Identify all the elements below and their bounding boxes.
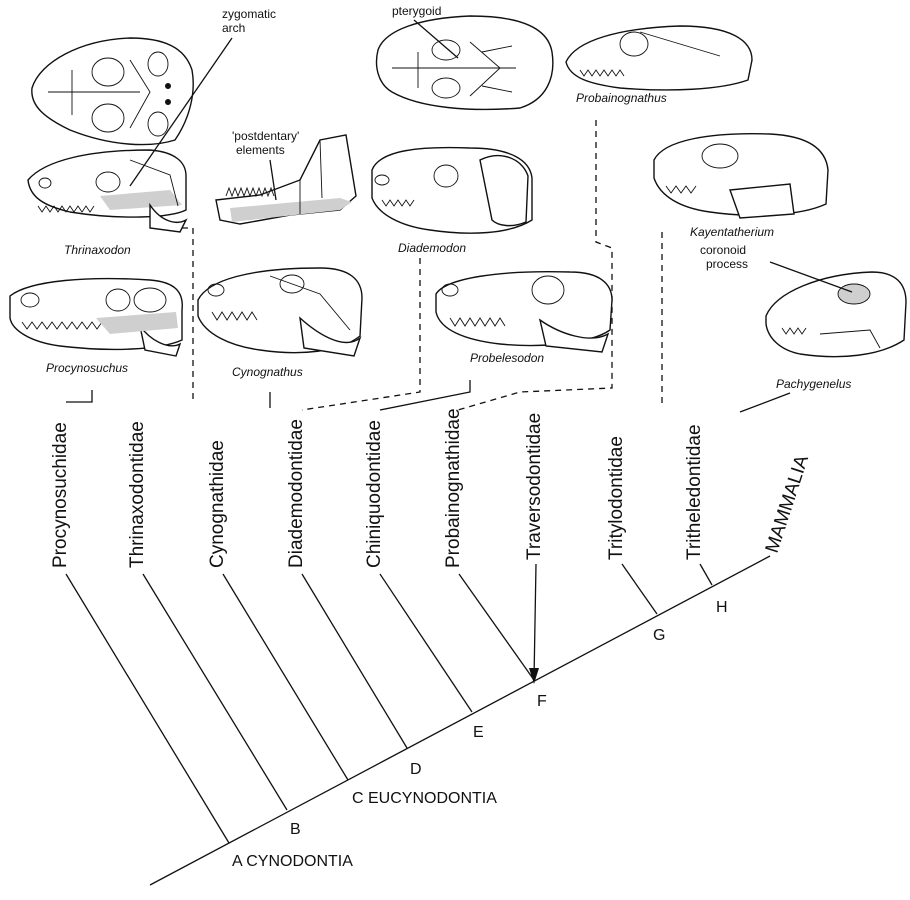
annotation-pterygoid: pterygoid <box>392 4 441 18</box>
branch-tritylodontidae <box>622 564 657 614</box>
branch-thrinaxodontidae <box>143 574 287 810</box>
skull-probainognathus <box>566 26 752 90</box>
leader-procynosuchus <box>66 390 92 402</box>
leader-pachygenelus <box>740 393 790 412</box>
genus-thrinaxodon: Thrinaxodon <box>64 243 131 257</box>
label-traversodontidae: Traversodontidae <box>524 413 545 560</box>
label-cynognathidae: Cynognathidae <box>207 440 228 568</box>
branch-tritheledontidae <box>700 564 712 585</box>
genus-probelesodon: Probelesodon <box>470 351 544 365</box>
node-labels: A CYNODONTIA B C EUCYNODONTIA D E F G H <box>232 599 728 870</box>
node-d: D <box>410 761 422 778</box>
genus-probainognathus: Probainognathus <box>576 91 667 105</box>
genus-diademodon: Diademodon <box>398 241 466 255</box>
leader-probelesodon <box>380 380 470 410</box>
node-f: F <box>537 693 547 710</box>
node-e: E <box>473 724 484 741</box>
branch-traversodontidae <box>534 564 536 680</box>
skull-kayentatherium <box>654 134 828 218</box>
genus-procynosuchus: Procynosuchus <box>46 361 128 375</box>
node-c: C EUCYNODONTIA <box>352 790 497 807</box>
annotation-postdentary-1: 'postdentary' <box>232 129 299 143</box>
branch-procynosuchidae <box>66 574 229 843</box>
annotation-coronoid-1: coronoid <box>700 243 746 257</box>
label-mammalia: MAMMALIA <box>762 452 813 555</box>
label-procynosuchidae: Procynosuchidae <box>50 422 71 568</box>
genus-kayentatherium: Kayentatherium <box>690 225 774 239</box>
annotation-zygomatic-2: arch <box>222 21 245 35</box>
branch-chiniquodontidae <box>380 574 472 712</box>
node-b: B <box>290 821 301 838</box>
annotation-zygomatic-1: zygomatic <box>222 7 276 21</box>
branch-cynognathidae <box>223 574 348 780</box>
label-chiniquodontidae: Chiniquodontidae <box>364 420 385 568</box>
node-h: H <box>716 599 728 616</box>
genus-cynognathus: Cynognathus <box>232 365 303 379</box>
annotation-coronoid-2: process <box>706 257 748 271</box>
annotation-postdentary-2: elements <box>236 143 285 157</box>
label-tritylodontidae: Tritylodontidae <box>606 436 627 560</box>
skull-probelesodon <box>436 272 612 352</box>
label-thrinaxodontidae: Thrinaxodontidae <box>127 421 148 568</box>
skull-cynognathus <box>198 268 362 356</box>
main-stem <box>150 556 770 885</box>
skull-procynosuchus <box>10 279 182 356</box>
genus-pachygenelus: Pachygenelus <box>776 377 851 391</box>
branch-diademodontidae <box>302 574 407 748</box>
skull-pachygenelus <box>766 272 906 357</box>
node-a: A CYNODONTIA <box>232 853 353 870</box>
label-probainognathidae: Probainognathidae <box>443 408 464 568</box>
node-g: G <box>653 627 665 644</box>
branch-probainognathidae <box>459 574 534 680</box>
label-diademodontidae: Diademodontidae <box>286 419 307 568</box>
label-tritheledontidae: Tritheledontidae <box>684 424 705 560</box>
skull-diademodon-ventral <box>377 16 553 109</box>
tree <box>66 556 770 885</box>
taxon-labels: Procynosuchidae Thrinaxodontidae Cynogna… <box>50 408 813 568</box>
skull-thrinaxodon <box>28 150 186 232</box>
skull-diademodon <box>372 148 532 234</box>
